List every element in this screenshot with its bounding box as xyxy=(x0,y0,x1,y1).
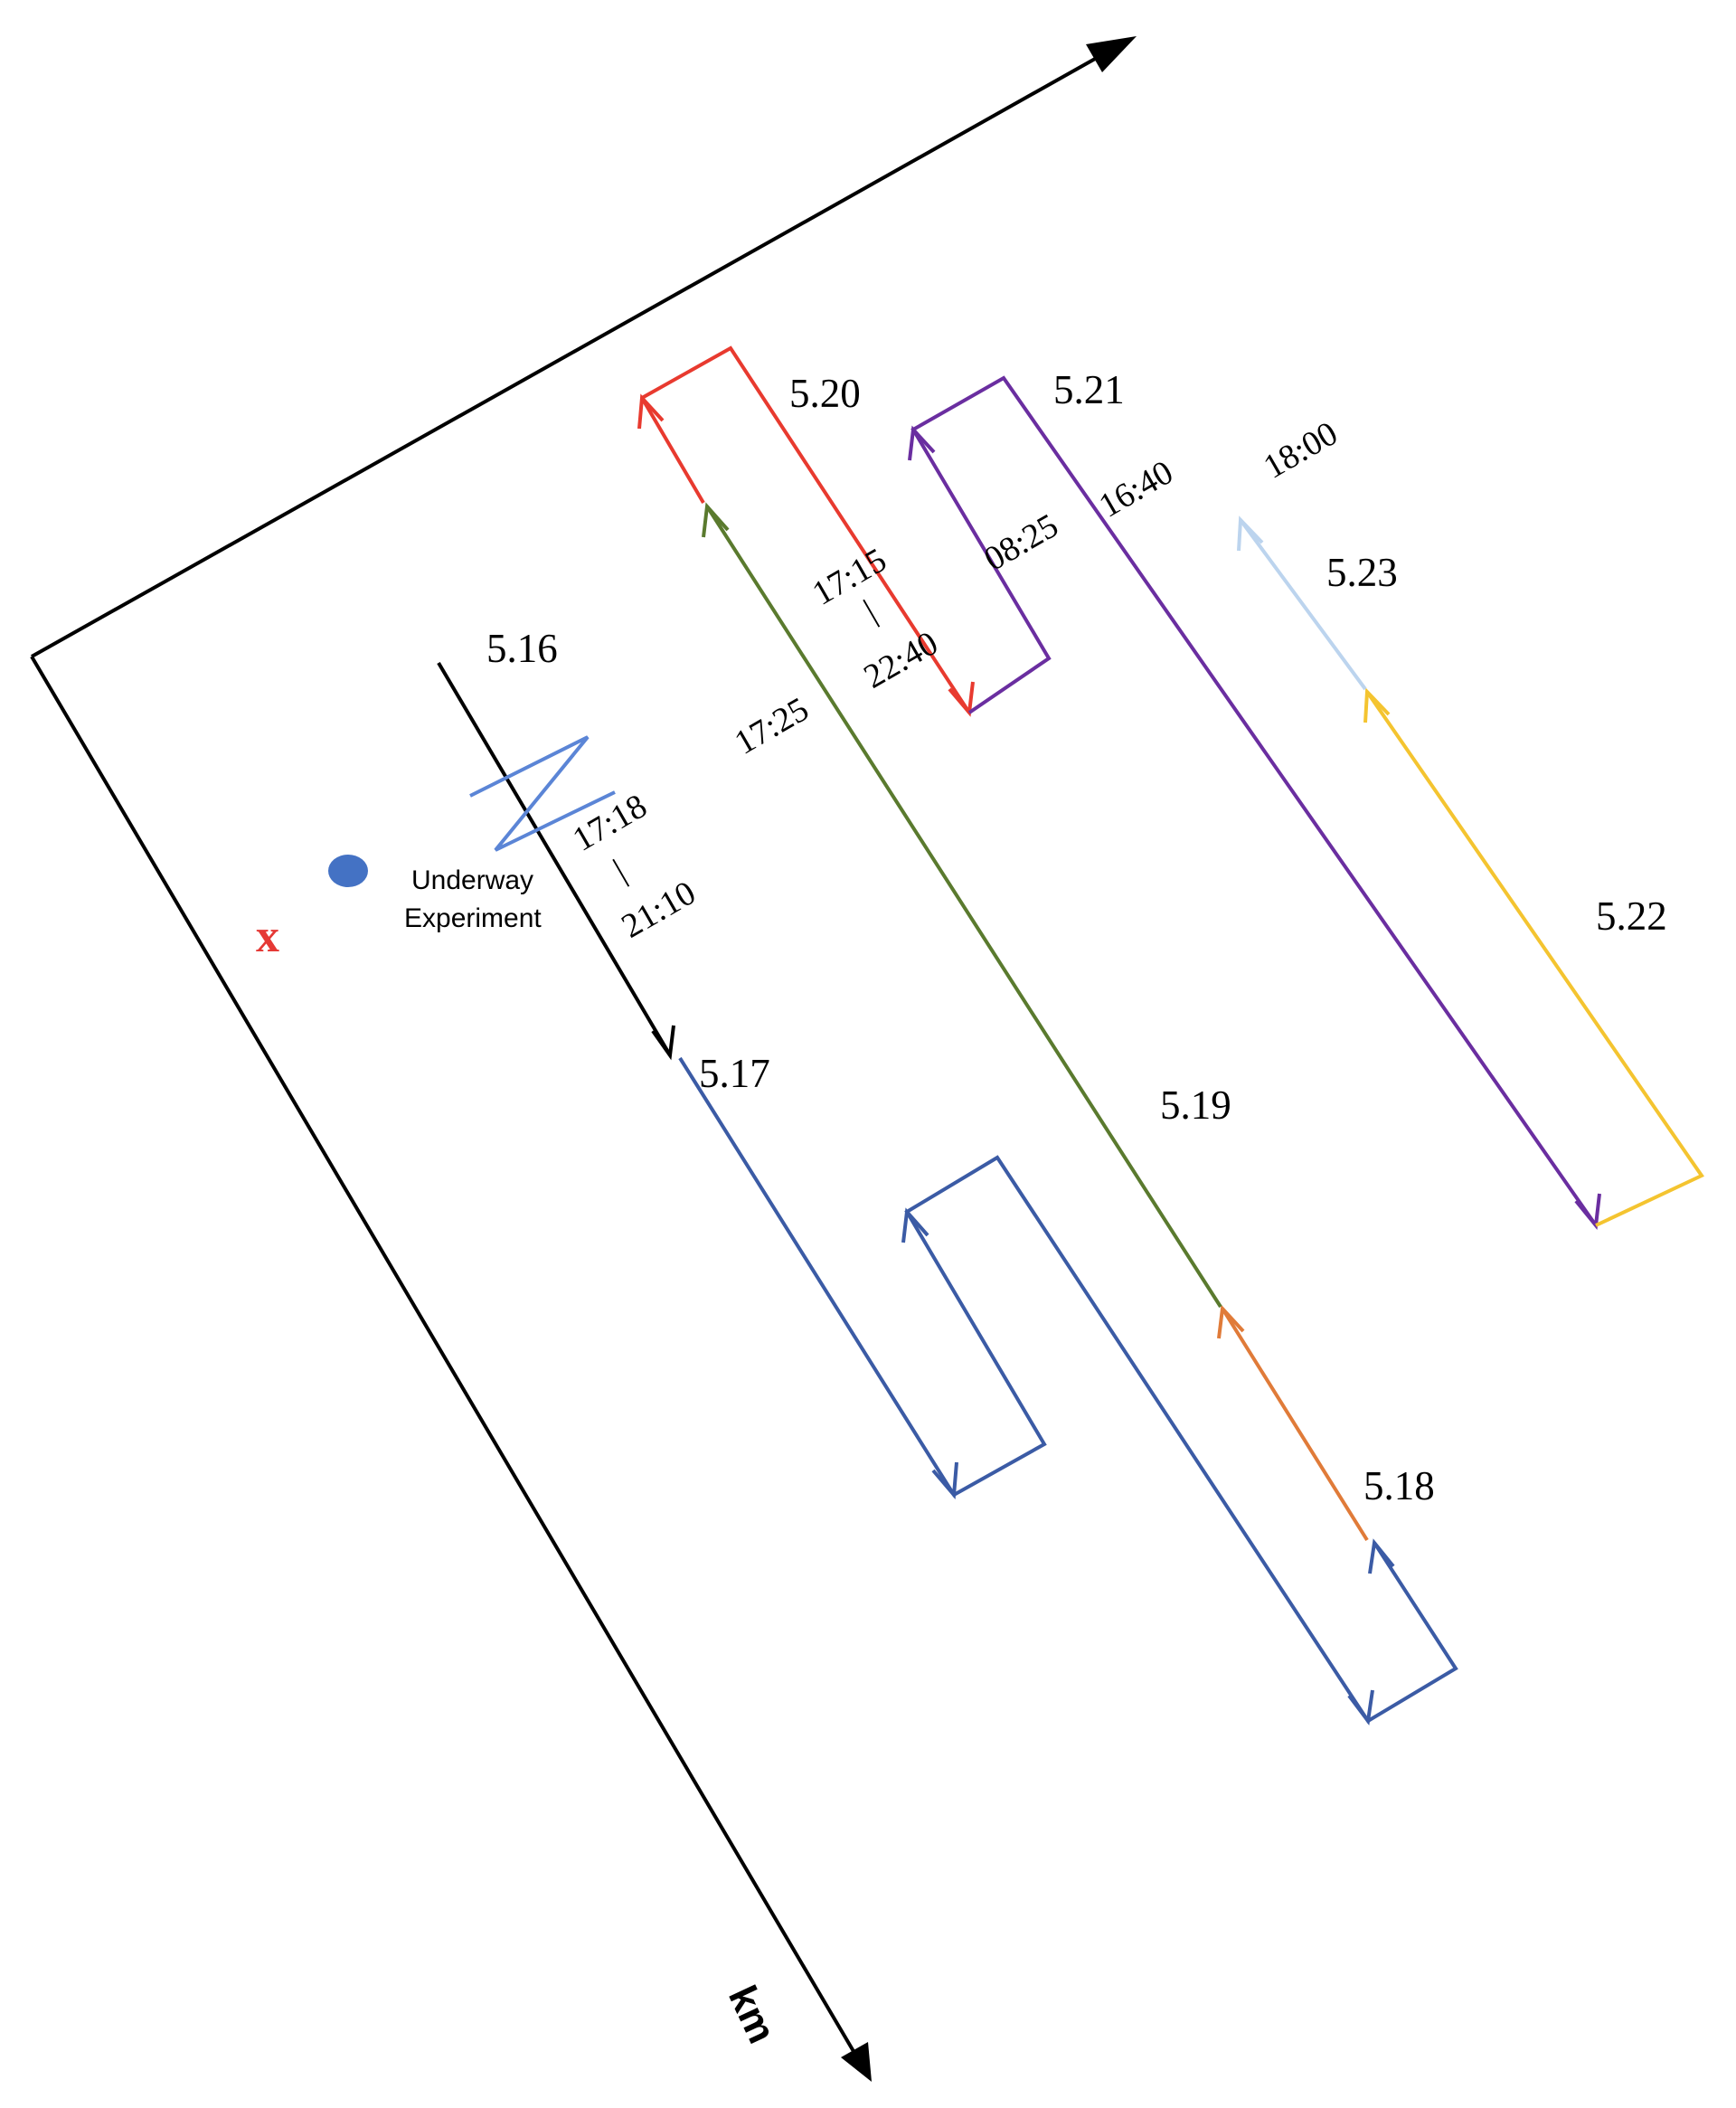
track-5-16-line xyxy=(437,661,671,1055)
time-5-21-b: 16:40 xyxy=(1093,453,1180,525)
underway-zigzag xyxy=(469,735,616,852)
track-5-21-line xyxy=(910,375,1598,1227)
track-5-17-arrowhead-b xyxy=(901,1207,929,1243)
track-5-19 xyxy=(702,502,1222,1309)
axis-upper-arrowhead xyxy=(1086,36,1137,72)
markers: x Underway Experiment xyxy=(256,855,542,962)
underway-label-line1: Underway xyxy=(411,865,533,895)
underway-label-line2: Experiment xyxy=(404,903,542,933)
track-5-17 xyxy=(678,1056,1458,1726)
axis-lower-arrowhead xyxy=(841,2042,872,2082)
date-label-5-22: 5.22 xyxy=(1596,893,1667,939)
track-5-22 xyxy=(1363,687,1704,1227)
track-5-16 xyxy=(437,661,675,1061)
track-5-22-arrowhead xyxy=(1363,687,1391,723)
date-label-5-18: 5.18 xyxy=(1363,1463,1435,1508)
track-5-16-arrowhead xyxy=(651,1025,675,1061)
time-5-16-separator: | xyxy=(608,853,633,889)
track-5-20-arrowhead-a xyxy=(637,393,665,430)
station-x-marker: x xyxy=(256,911,279,962)
time-5-23: 18:00 xyxy=(1258,414,1344,487)
track-5-23-line xyxy=(1239,518,1367,691)
track-5-23-arrowhead xyxy=(1237,515,1264,552)
time-5-16-start: 17:18 xyxy=(567,787,654,859)
date-labels: 5.16 5.17 5.18 5.19 5.20 5.21 5.22 5.23 xyxy=(486,367,1667,1508)
track-5-23 xyxy=(1237,515,1367,691)
date-label-5-19: 5.19 xyxy=(1160,1082,1231,1128)
track-5-17-arrowhead-a xyxy=(931,1461,958,1499)
date-label-5-21: 5.21 xyxy=(1053,367,1125,412)
time-5-20-end: 22:40 xyxy=(858,624,945,696)
date-label-5-23: 5.23 xyxy=(1326,550,1398,595)
track-5-18 xyxy=(1217,1304,1369,1542)
track-5-18-arrowhead-b xyxy=(1368,1538,1395,1574)
date-label-5-20: 5.20 xyxy=(789,371,861,416)
track-5-21-arrowhead-b xyxy=(1574,1193,1601,1230)
track-5-21-arrowhead-a xyxy=(908,425,936,461)
axis-km-label: km xyxy=(720,1980,784,2050)
axis-upper-line xyxy=(31,52,1104,658)
track-5-18-arrowhead xyxy=(1217,1304,1245,1339)
date-label-5-17: 5.17 xyxy=(699,1051,770,1096)
time-5-20-start: 17:15 xyxy=(807,541,893,613)
track-5-21 xyxy=(908,375,1601,1230)
track-5-22-line xyxy=(1365,690,1704,1227)
time-5-19: 17:25 xyxy=(729,690,816,762)
axis-lower-line xyxy=(30,655,856,2055)
time-5-21-a: 08:25 xyxy=(978,506,1065,579)
axes: km xyxy=(30,36,1137,2082)
underway-experiment-dot xyxy=(328,855,368,887)
track-5-18-arrowhead-a xyxy=(1347,1689,1374,1726)
time-labels: 17:18 | 21:10 17:25 17:15 | 22:40 08:25 … xyxy=(567,414,1344,946)
track-5-20-line-up xyxy=(640,396,705,505)
track-5-19-arrowhead xyxy=(702,502,730,538)
track-5-19-line xyxy=(705,505,1222,1309)
track-5-17-line xyxy=(678,1056,1458,1724)
date-label-5-16: 5.16 xyxy=(486,626,558,671)
track-5-20-line-loop xyxy=(641,345,971,714)
time-5-20-separator: | xyxy=(858,593,883,629)
track-5-18-line xyxy=(1221,1307,1369,1542)
